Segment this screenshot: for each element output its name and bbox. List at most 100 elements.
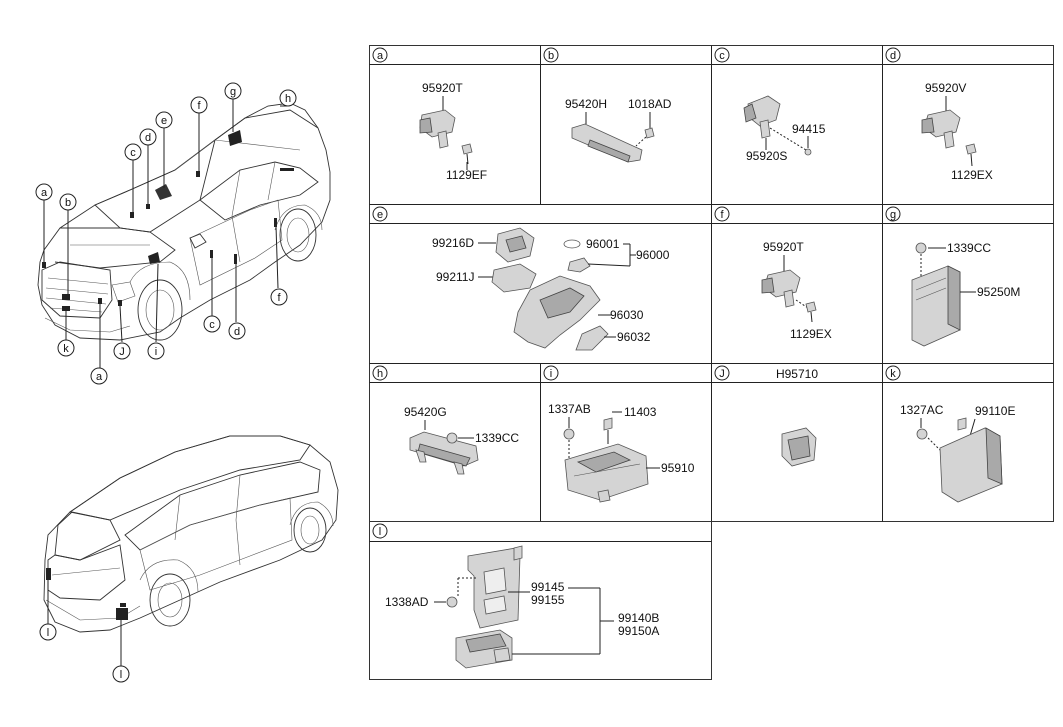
part-number: 95250M [977, 285, 1020, 299]
callout-e-front: e [155, 111, 173, 129]
part-number: 1337AB [548, 402, 591, 416]
part-number: 99211J [436, 270, 474, 284]
part-number: 99110E [975, 404, 1015, 418]
panel-d: 95920V 1129EX [921, 81, 993, 182]
svg-text:f: f [277, 292, 281, 304]
airbag-module-illustration [564, 443, 649, 503]
part-number: 95420G [404, 405, 447, 419]
part-number: 1129EX [790, 327, 832, 341]
part-number: 95920S [746, 149, 787, 163]
bolt-icon [461, 143, 473, 165]
panel-k: 1327AC 99110E [900, 403, 1015, 503]
panel-j-header-code: H95710 [776, 367, 818, 381]
part-number: 99155 [531, 593, 565, 607]
svg-text:b: b [65, 197, 71, 209]
callout-f-front-top: f [190, 96, 208, 114]
sensor-illustration [921, 109, 961, 149]
pad-illustration [575, 325, 609, 351]
panel-a: 95920T 1129EF [419, 81, 487, 182]
svg-text:i: i [550, 368, 552, 380]
sensor-illustration [743, 95, 781, 139]
part-number: 1327AC [900, 403, 944, 417]
panel-c-header: c [714, 47, 730, 63]
part-number: 1018AD [628, 97, 672, 111]
callout-g-front: g [224, 82, 242, 100]
svg-text:h: h [377, 368, 383, 380]
svg-text:g: g [230, 86, 236, 98]
front-vehicle-drawing [37, 102, 331, 341]
svg-text:c: c [130, 147, 136, 159]
part-number: 96032 [617, 330, 651, 344]
svg-text:l: l [120, 669, 122, 681]
bracket-illustration [495, 227, 535, 263]
callout-a-front: a [35, 183, 53, 201]
panel-a-header: a [372, 47, 388, 63]
svg-text:f: f [197, 100, 201, 112]
screw-icon [635, 127, 655, 147]
panel-e-header: e [372, 206, 388, 222]
callout-h-front: h [279, 89, 297, 107]
part-number: 95420H [565, 97, 607, 111]
nut-icon [915, 242, 927, 254]
module-illustration [911, 265, 961, 347]
part-number: 1129EX [951, 168, 993, 182]
panel-j [781, 427, 817, 467]
svg-text:e: e [161, 115, 167, 127]
part-number: 99140B [618, 611, 659, 625]
callout-c-front-side: c [203, 315, 221, 333]
callout-a-front-bottom: a [90, 367, 108, 385]
part-number: 99150A [618, 624, 659, 638]
camera-illustration [567, 257, 591, 273]
svg-text:e: e [377, 209, 383, 221]
panel-b: 95420H 1018AD [565, 97, 672, 163]
radar-module-illustration [939, 417, 1003, 503]
part-number: 94415 [792, 122, 826, 136]
callout-k-front: k [57, 339, 75, 357]
svg-text:l: l [47, 627, 49, 639]
callout-f-front-side: f [270, 288, 288, 306]
nut-icon [563, 428, 575, 440]
callout-l-rear-bottom: l [112, 665, 130, 683]
part-number: 1338AD [385, 595, 429, 609]
svg-text:a: a [377, 50, 384, 62]
part-number: 95920V [925, 81, 966, 95]
part-number: 96030 [610, 308, 644, 322]
panel-l: 1338AD 99145 99155 99140B 99150A [385, 545, 659, 669]
panel-d-header: d [885, 47, 901, 63]
svg-text:k: k [63, 343, 69, 355]
part-number: 1339CC [475, 431, 519, 445]
panel-f-header: f [714, 206, 730, 222]
svg-text:c: c [719, 50, 725, 62]
part-number: 99145 [531, 580, 565, 594]
camera-housing-illustration [455, 629, 513, 669]
part-number: 95910 [661, 461, 695, 475]
svg-text:J: J [119, 346, 125, 358]
panel-g: 1339CC 95250M [911, 241, 1020, 347]
part-number: 96000 [636, 248, 670, 262]
nut-icon [446, 596, 458, 608]
svg-text:d: d [145, 132, 151, 144]
svg-text:a: a [41, 187, 48, 199]
bolt-icon [965, 143, 977, 167]
svg-text:l: l [379, 526, 381, 538]
part-number: 95920T [763, 240, 804, 254]
part-number: 11403 [624, 405, 657, 419]
part-number: 96001 [586, 237, 620, 251]
rear-callout-leaders [47, 580, 122, 666]
panel-j-header: J [714, 365, 730, 381]
svg-text:k: k [890, 368, 896, 380]
rear-vehicle-drawing [43, 435, 339, 633]
panel-i-header: i [543, 365, 559, 381]
parts-grid [369, 45, 1054, 680]
panel-h-header: h [372, 365, 388, 381]
antenna-bar-illustration [571, 123, 643, 163]
panel-b-header: b [543, 47, 559, 63]
bracket-illustration [467, 545, 523, 629]
callout-d-front: d [139, 128, 157, 146]
panel-g-header: g [885, 206, 901, 222]
panel-h: 95420G 1339CC [404, 405, 519, 475]
sensor-illustration [419, 109, 456, 149]
callout-b-front: b [59, 193, 77, 211]
svg-text:b: b [548, 50, 554, 62]
